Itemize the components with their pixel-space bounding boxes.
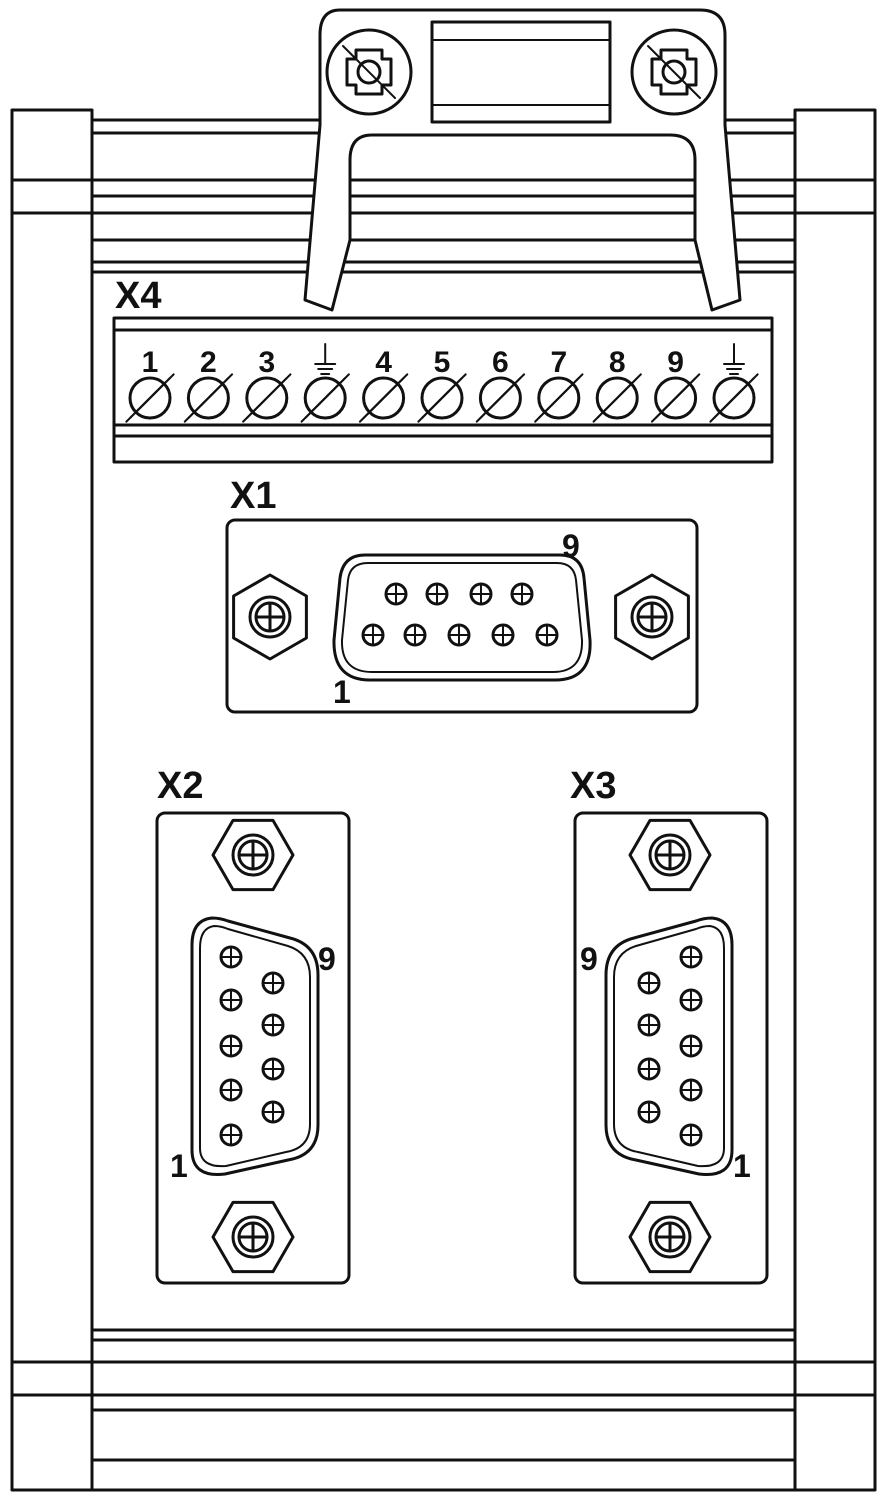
terminal-screw-icon <box>709 373 759 423</box>
terminal-6: 5 <box>417 346 467 423</box>
clamp-screw-right <box>630 28 718 116</box>
terminal-label: 3 <box>258 346 275 379</box>
pin-contact <box>261 971 285 995</box>
connector-x3-pin-first: 1 <box>733 1148 751 1184</box>
terminal-label: 5 <box>434 346 451 379</box>
x2-bottom-nut-icon <box>211 1200 295 1274</box>
terminal-screw-icon <box>125 373 175 423</box>
connector-x2 <box>190 818 320 1274</box>
pin-contact <box>403 623 427 647</box>
terminal-4 <box>300 343 350 423</box>
x1-left-nut-icon <box>232 573 308 661</box>
terminal-screw-icon <box>242 373 292 423</box>
terminal-label: 6 <box>492 346 509 379</box>
pin-contact <box>491 623 515 647</box>
connector-x1 <box>232 553 690 682</box>
connector-x3-label: X3 <box>570 765 616 807</box>
terminal-5: 4 <box>358 346 409 423</box>
pin-contact <box>219 988 243 1012</box>
terminal-screw-icon <box>475 373 526 423</box>
connector-x1-pin-first: 1 <box>333 674 351 710</box>
pin-contact <box>261 1013 285 1037</box>
terminal-label: 8 <box>609 346 626 379</box>
x1-right-nut-icon <box>614 573 690 661</box>
terminal-label: 1 <box>142 346 159 379</box>
connector-x3 <box>604 818 734 1274</box>
pin-contact <box>361 623 385 647</box>
terminal-screw-icon <box>183 373 234 423</box>
terminal-7: 6 <box>475 346 526 423</box>
connector-x3-pin-last: 9 <box>580 941 598 977</box>
terminal-screw-icon <box>592 373 642 423</box>
terminal-9: 8 <box>592 346 642 423</box>
connector-x2-pin-first: 1 <box>170 1148 188 1184</box>
pin-contact <box>637 971 661 995</box>
pin-contact <box>219 1123 243 1147</box>
pin-contact <box>679 945 703 969</box>
pin-contact <box>637 1057 661 1081</box>
terminal-label: 9 <box>667 346 684 379</box>
connector-x2-panel <box>155 811 351 1285</box>
ground-symbol-icon <box>314 343 337 375</box>
clamp-screw-left <box>325 28 413 116</box>
pin-contact <box>637 1100 661 1124</box>
terminal-8: 7 <box>534 346 584 423</box>
pin-contact <box>261 1100 285 1124</box>
pin-contact <box>219 945 243 969</box>
terminal-screw-icon <box>534 373 584 423</box>
connector-x2-pin-last: 9 <box>318 941 336 977</box>
connector-x3-panel <box>573 811 769 1285</box>
pin-contact <box>535 623 559 647</box>
pin-contact <box>261 1057 285 1081</box>
x2-dsub-shell <box>190 916 320 1176</box>
pin-contact <box>384 582 408 606</box>
pin-contact <box>510 582 534 606</box>
top-clamp <box>303 8 742 312</box>
terminal-screw-icon <box>650 373 701 423</box>
terminal-2: 2 <box>183 346 234 423</box>
pin-contact <box>637 1013 661 1037</box>
pin-contact <box>219 1034 243 1058</box>
terminal-label: 4 <box>375 346 392 379</box>
pin-contact <box>425 582 449 606</box>
x3-bottom-nut-icon <box>628 1200 712 1274</box>
pin-contact <box>679 1123 703 1147</box>
ground-symbol-icon <box>723 343 745 375</box>
pin-contact <box>679 1034 703 1058</box>
terminal-block-label: X4 <box>115 275 161 317</box>
terminal-screw-icon <box>417 373 467 423</box>
x3-top-nut-icon <box>628 818 712 892</box>
terminal-11 <box>709 343 759 423</box>
terminal-1: 1 <box>125 346 175 423</box>
x1-dsub-shell <box>332 553 592 682</box>
terminal-screw-icon <box>358 373 409 423</box>
connector-x2-label: X2 <box>157 765 203 807</box>
pin-contact <box>679 988 703 1012</box>
housing <box>10 108 877 1492</box>
pin-contact <box>219 1078 243 1102</box>
pin-contact <box>469 582 493 606</box>
pin-contact <box>447 623 471 647</box>
connector-x1-panel <box>225 518 699 714</box>
terminal-10: 9 <box>650 346 701 423</box>
connector-x1-pin-last: 9 <box>562 528 580 564</box>
terminal-screw-icon <box>300 373 350 423</box>
connector-x1-label: X1 <box>230 475 276 517</box>
terminal-label: 7 <box>550 346 567 379</box>
x2-top-nut-icon <box>211 818 295 892</box>
terminal-label: 2 <box>200 346 217 379</box>
terminal-3: 3 <box>242 346 292 423</box>
pin-contact <box>679 1078 703 1102</box>
terminal-screws: 1 2 3 4 5 6 7 8 9 <box>125 343 759 423</box>
x3-dsub-shell <box>604 916 734 1176</box>
